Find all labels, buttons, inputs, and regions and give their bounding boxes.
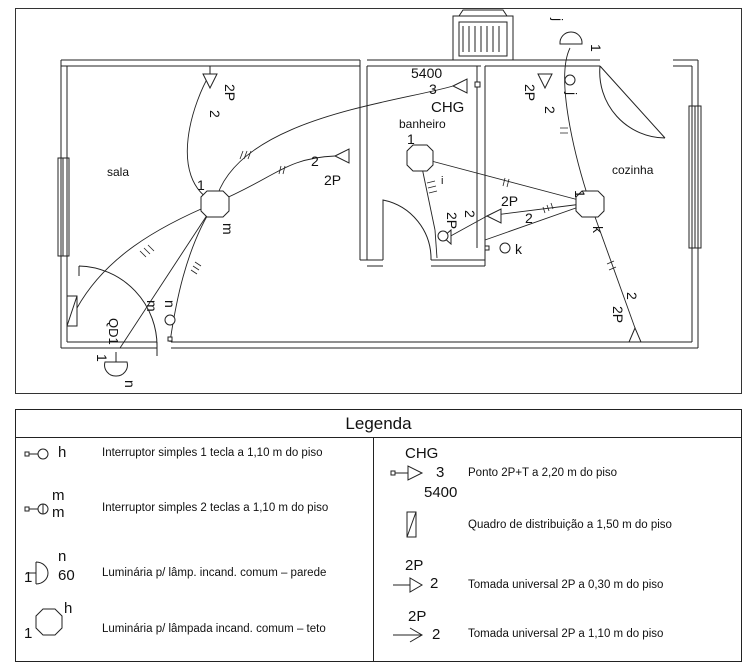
legend-wall-lamp-switch: n (58, 548, 67, 565)
sala-outlet-mid-rating: 2P (324, 172, 341, 188)
floor-plan: sala banheiro cozinha 5400 3 CHG QD1 2P … (15, 8, 742, 394)
wall-lamp-icon (26, 561, 49, 585)
panel-label: QD1 (106, 318, 121, 345)
banheiro-ceiling-light-icon (406, 144, 434, 172)
legend-desc-wall-lamp: Luminária p/ lâmp. incand. comum – pared… (102, 567, 327, 579)
interior-walls (78, 60, 666, 356)
banheiro-outlet-rating: 2P (444, 212, 460, 229)
cozinha-switch-j-icon (564, 74, 576, 86)
cozinha-switch-j: j (564, 91, 580, 95)
legend-outlet-low-circuit: 2 (430, 575, 439, 592)
legend-ceiling-lamp-switch: h (64, 600, 73, 617)
legend-desc-power-point: Ponto 2P+T a 2,20 m do piso (468, 467, 618, 479)
sala-light-circuit: 1 (197, 177, 205, 193)
sala-wall-lamp-switch: n (122, 380, 138, 388)
sala-switch-m: m (144, 300, 160, 312)
legend-desc-outlet-mid: Tomada universal 2P a 1,10 m do piso (468, 628, 664, 640)
cozinha-outlet-br-rating: 2P (610, 306, 626, 323)
sala-outlet-mid-circuit: 2 (311, 153, 319, 169)
legend-sym-h: h (58, 444, 67, 461)
cozinha-outlet-center-circuit: 2 (525, 210, 533, 226)
legend-wall-lamp-power: 60 (58, 567, 75, 584)
sala-outlet-top-circuit: 2 (207, 110, 223, 118)
sala-outlet-top-rating: 2P (222, 84, 238, 101)
power-point-icon (390, 465, 424, 481)
legend-desc-distribution-board: Quadro de distribuição a 1,50 m do piso (468, 519, 672, 531)
cozinha-outlet-center-rating: 2P (501, 193, 518, 209)
cozinha-top-lamp-circuit: 1 (588, 44, 604, 52)
cozinha-light-switch: k (590, 226, 606, 234)
outlet-low-icon (393, 577, 423, 593)
ceiling-lamp-icon (35, 608, 63, 636)
legend-sym-m-bottom: m (52, 504, 65, 521)
cozinha-top-lamp-switch: j (550, 17, 566, 21)
sala-ceiling-light-icon (200, 190, 230, 218)
legend-outlet-mid-rating: 2P (408, 608, 427, 625)
cozinha-light-circuit: 1 (572, 190, 588, 198)
legend-desc-ceiling-lamp: Luminária p/ lâmpada incand. comum – tet… (102, 623, 326, 635)
cozinha-switch-k: k (515, 241, 523, 257)
cozinha-wall-lamp-icon (559, 31, 583, 45)
sala-switch-letter: n (162, 300, 178, 308)
legend-outlet-low-rating: 2P (405, 557, 424, 574)
legend-shower-power: 5400 (424, 484, 458, 501)
banheiro-switch-i: i (441, 175, 443, 187)
shower-circuit-label: 3 (429, 81, 437, 97)
outlet-mid-icon (393, 627, 423, 643)
legend-shower-name: CHG (405, 445, 439, 462)
legend-shower-circuit: 3 (436, 464, 445, 481)
cozinha-ceiling-light-icon (575, 190, 605, 218)
legend-ceiling-lamp-circuit: 1 (24, 625, 33, 642)
shower-point-icon (451, 78, 468, 94)
room-label-cozinha: cozinha (612, 163, 654, 177)
banheiro-switch-icon (437, 230, 449, 242)
legend-sym-m-top: m (52, 487, 65, 504)
distribution-panel-icon (66, 295, 78, 327)
shower-power-label: 5400 (411, 65, 442, 81)
cozinha-top-outlet-rating: 2P (522, 84, 538, 101)
banheiro-light-circuit: 1 (407, 131, 415, 147)
legend-outlet-mid-circuit: 2 (432, 626, 441, 643)
shower-name-label: CHG (431, 99, 464, 116)
legend-desc-switch-1: Interruptor simples 1 tecla a 1,10 m do … (102, 447, 323, 459)
windows (57, 105, 702, 257)
legend-desc-switch-2: Interruptor simples 2 teclas a 1,10 m do… (102, 502, 329, 514)
sala-wall-lamp-circuit: 1 (94, 354, 110, 362)
plan-frame (15, 8, 742, 394)
room-label-banheiro: banheiro (399, 117, 446, 131)
sala-wall-lamp-icon (104, 361, 128, 377)
legend-wall-lamp-circuit: 1 (24, 569, 33, 586)
legend-divider (373, 437, 374, 662)
cozinha-outlet-top-icon (537, 73, 553, 90)
switch-2-key-icon (24, 503, 49, 515)
cozinha-switch-k-icon (499, 242, 511, 254)
shower-unit (452, 9, 514, 61)
sala-outlet-mid-icon (333, 148, 350, 164)
legend-title: Legenda (16, 410, 741, 438)
wire-ticks (139, 127, 617, 275)
sala-switch-icon (164, 314, 176, 326)
legend-box: Legenda h Interruptor simples 1 tecla a … (15, 409, 742, 662)
banheiro-outlet-circuit: 2 (462, 210, 478, 218)
cozinha-outlet-center-icon (485, 208, 502, 224)
sala-outlet-top-icon (202, 73, 218, 90)
wiring (76, 47, 636, 349)
cozinha-outlet-br-circuit: 2 (624, 292, 640, 300)
legend-desc-outlet-low: Tomada universal 2P a 0,30 m do piso (468, 579, 664, 591)
cozinha-top-outlet-circuit: 2 (542, 106, 558, 114)
distribution-board-icon (406, 511, 417, 538)
switch-1-key-icon (24, 448, 49, 460)
cozinha-outlet-br-icon (628, 326, 642, 343)
room-label-sala: sala (107, 165, 129, 179)
sala-light-switch: m (220, 223, 236, 235)
